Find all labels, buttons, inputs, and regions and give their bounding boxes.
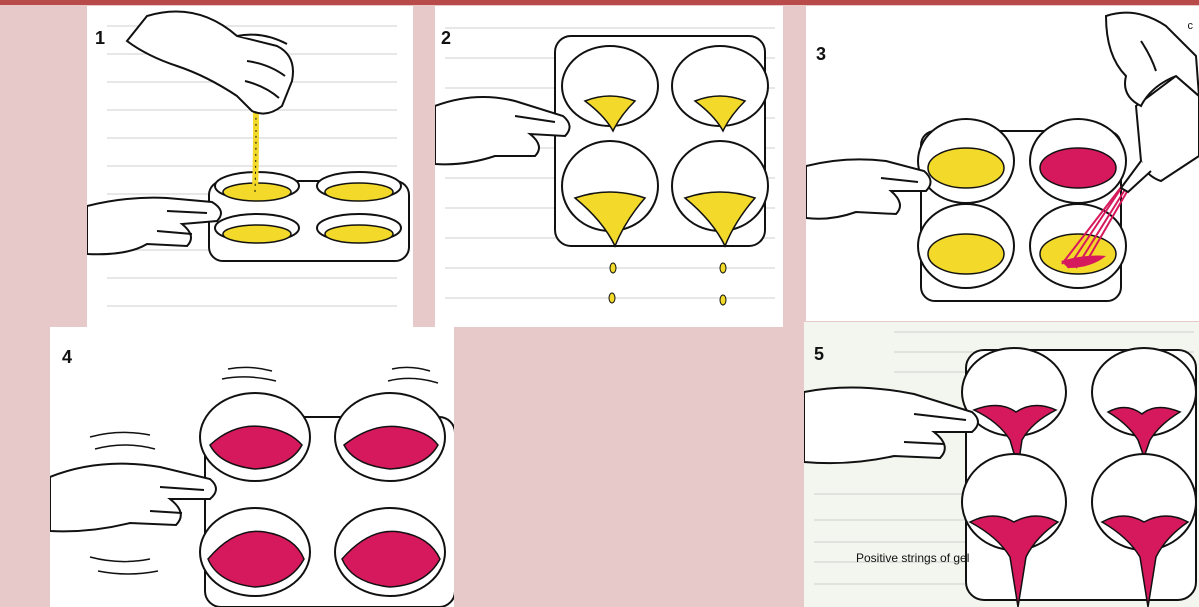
well-top-left xyxy=(918,119,1014,203)
step-3-illustration xyxy=(806,6,1199,321)
well-top-left xyxy=(200,393,310,481)
squeezing-hand xyxy=(127,12,293,114)
step-number: 3 xyxy=(816,44,826,65)
corner-mark: c xyxy=(1188,20,1194,32)
step-5-panel: 5 Positive strings of gel xyxy=(804,322,1199,607)
step-4-panel: 4 xyxy=(50,327,454,607)
holding-hand xyxy=(435,97,570,164)
step-number: 4 xyxy=(62,347,72,368)
step-2-illustration xyxy=(435,6,783,327)
step-3-panel: 3 c xyxy=(806,6,1199,321)
holding-hand xyxy=(50,464,216,532)
well-bottom-right xyxy=(317,214,401,243)
step-number: 2 xyxy=(441,28,451,49)
result-caption: Positive strings of gel xyxy=(856,551,969,565)
well-top-right xyxy=(1030,119,1126,203)
well-bottom-left xyxy=(215,214,299,243)
step-4-illustration xyxy=(50,327,454,607)
well-bottom-left xyxy=(200,508,310,596)
milk-drips xyxy=(609,263,726,305)
holding-hand xyxy=(806,159,931,218)
holding-hand xyxy=(804,387,978,463)
well-top-right xyxy=(317,172,401,201)
well-top-right xyxy=(335,393,445,481)
top-accent-bar xyxy=(0,0,1199,5)
step-2-panel: 2 xyxy=(435,6,783,327)
holding-hand xyxy=(87,198,221,255)
step-1-panel: 1 xyxy=(87,6,413,327)
step-number: 1 xyxy=(95,28,105,49)
step-1-illustration xyxy=(87,6,413,327)
step-number: 5 xyxy=(814,344,824,365)
well-bottom-left xyxy=(918,204,1014,288)
well-bottom-right xyxy=(335,508,445,596)
